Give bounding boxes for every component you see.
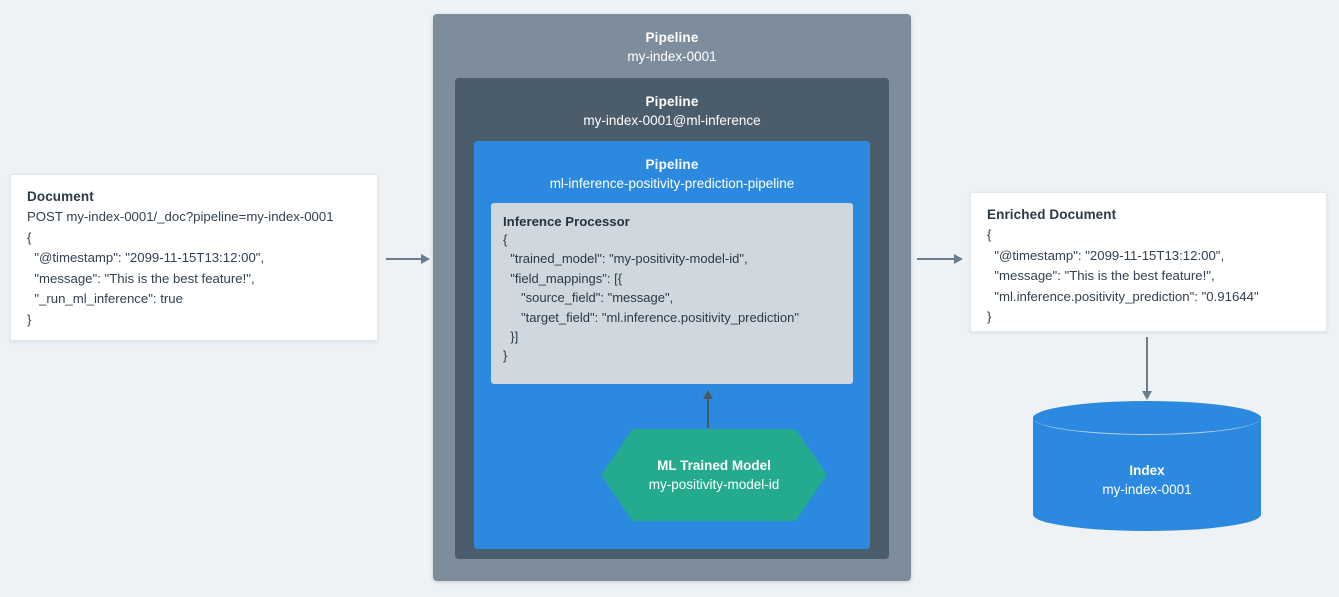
pipeline-middle-header: Pipeline my-index-0001@ml-inference [455, 78, 889, 131]
enriched-document-line-1: "@timestamp": "2099-11-15T13:12:00", [987, 247, 1225, 263]
index-cylinder-bottom [1033, 498, 1261, 531]
ml-trained-model-hexagon: ML Trained Model my-positivity-model-id [601, 429, 827, 521]
ml-model-title: ML Trained Model [657, 457, 771, 473]
pipeline-inner-kind: Pipeline [645, 157, 699, 172]
document-line-2: "@timestamp": "2099-11-15T13:12:00", [27, 250, 265, 265]
pipeline-middle-kind: Pipeline [645, 94, 699, 109]
enriched-document-line-0: { [987, 227, 992, 242]
pipeline-middle-name: my-index-0001@ml-inference [583, 113, 761, 128]
arrow-pipeline-to-enriched-icon [917, 253, 963, 265]
enriched-document-line-3: "ml.inference.positivity_prediction": "0… [987, 288, 1259, 304]
enriched-document-card: Enriched Document { "@timestamp": "2099-… [970, 192, 1327, 332]
inference-processor-line-2: "field_mappings": [{ [503, 270, 623, 286]
enriched-document-line-4: } [987, 309, 992, 324]
arrow-enriched-to-index-icon [1141, 337, 1153, 400]
pipeline-inner-name: ml-inference-positivity-prediction-pipel… [549, 176, 795, 191]
pipeline-outer-header: Pipeline my-index-0001 [433, 14, 911, 67]
pipeline-outer-kind: Pipeline [645, 30, 699, 45]
inference-processor-line-6: } [503, 348, 508, 364]
index-cylinder-top [1033, 401, 1261, 435]
ml-model-name: my-positivity-model-id [648, 476, 780, 492]
inference-processor-line-0: { [503, 232, 508, 247]
document-line-4: "_run_ml_inference": true [27, 291, 183, 306]
arrow-document-to-pipeline-icon [386, 253, 430, 265]
document-line-3: "message": "This is the best feature!", [27, 270, 255, 286]
pipeline-middle: Pipeline my-index-0001@ml-inference Pipe… [455, 78, 889, 559]
index-label: Index my-index-0001 [1033, 461, 1261, 500]
index-title: Index [1129, 463, 1165, 478]
inference-processor-line-4: "target_field": "ml.inference.positivity… [503, 309, 799, 325]
pipeline-outer-name: my-index-0001 [627, 49, 717, 64]
inference-processor-line-1: "trained_model": "my-positivity-model-id… [503, 251, 748, 267]
inference-processor-title: Inference Processor [503, 214, 630, 229]
document-line-1: { [27, 229, 32, 245]
document-card: Document POST my-index-0001/_doc?pipelin… [10, 174, 378, 341]
inference-processor-line-3: "source_field": "message", [503, 290, 674, 306]
index-name: my-index-0001 [1102, 482, 1192, 497]
inference-processor-line-5: }] [503, 329, 519, 345]
arrow-model-to-processor-icon [702, 390, 714, 428]
pipeline-inner-header: Pipeline ml-inference-positivity-predict… [474, 141, 870, 194]
enriched-document-title: Enriched Document [987, 207, 1117, 222]
document-line-5: } [27, 311, 32, 327]
document-line-0: POST my-index-0001/_doc?pipeline=my-inde… [27, 209, 334, 224]
document-title: Document [27, 189, 94, 204]
pipeline-inner: Pipeline ml-inference-positivity-predict… [474, 141, 870, 549]
pipeline-outer: Pipeline my-index-0001 Pipeline my-index… [433, 14, 911, 581]
index-cylinder: Index my-index-0001 [1033, 401, 1261, 531]
inference-processor-card: Inference Processor { "trained_model": "… [491, 203, 853, 384]
enriched-document-line-2: "message": "This is the best feature!", [987, 268, 1215, 283]
